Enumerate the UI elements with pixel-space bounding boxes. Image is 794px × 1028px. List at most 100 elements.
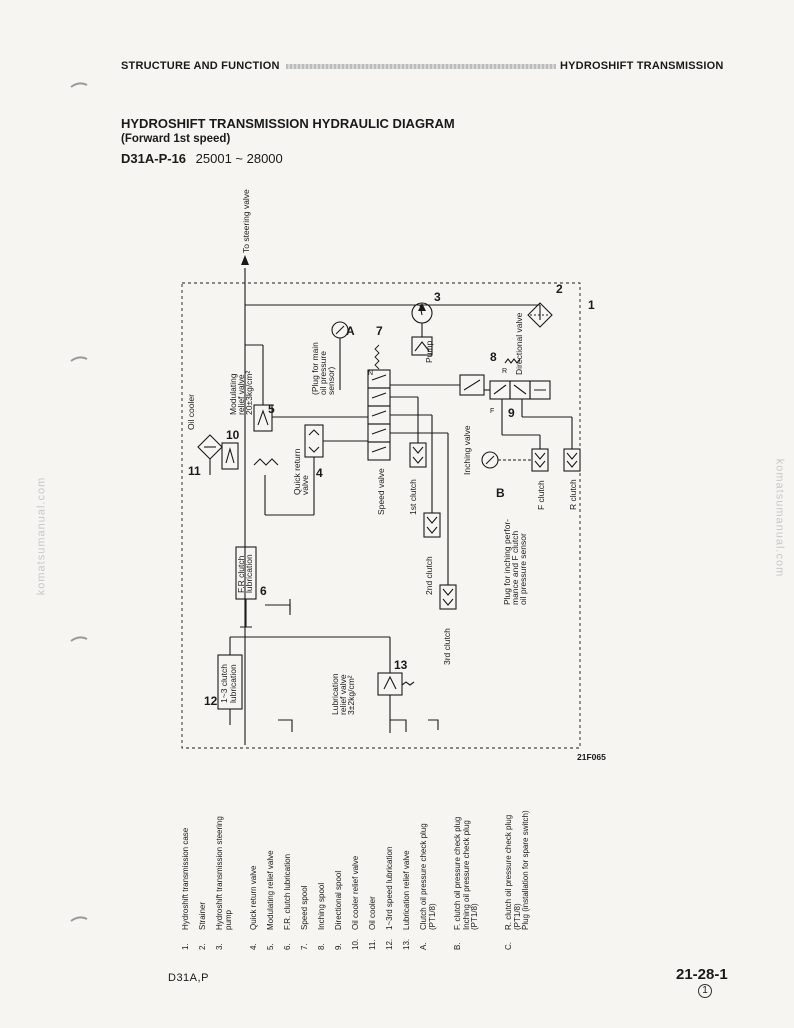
label-plug-inching-3: oil pressure sensor [518, 533, 528, 605]
legend-number: 13. [402, 938, 411, 950]
label-inching-valve: Inching valve [462, 425, 472, 475]
header-left: STRUCTURE AND FUNCTION [121, 60, 280, 72]
legend-text: A.Clutch oil pressure check plug(PT1/8) [419, 780, 437, 950]
legend-item: 7.Speed spool [300, 780, 315, 950]
legend-item: 5. Modulating relief valve [266, 780, 281, 950]
legend-line: R. clutch oil pressure check plug [504, 814, 513, 930]
legend-item: 11.Oil cooler [368, 780, 383, 950]
label-directional-valve: Directional valve [514, 312, 524, 375]
punch-mark [70, 916, 88, 922]
legend-item: 4. Quick return valve [249, 780, 264, 950]
figure-code: 21F065 [577, 752, 606, 762]
legend-line: Quick return valve [249, 865, 258, 930]
legend-line: (PT1/8) [427, 903, 437, 930]
legend-number: 5. [266, 943, 275, 950]
legend-text: 12.1~3rd speed lubrication [385, 780, 400, 950]
legend-text: 11.Oil cooler [368, 780, 383, 950]
hydraulic-diagram: To steering valve Oil cooler Modulating … [181, 189, 595, 749]
label-port-r: R [502, 368, 507, 375]
model-code: D31A-P-16 [121, 151, 187, 166]
legend-number: A. [419, 942, 428, 950]
strainer-symbol [527, 302, 553, 328]
label-plug-inching-1: Plug for inching perfor- [502, 519, 512, 605]
legend-item: 9.Directional spool [334, 780, 349, 950]
legend-line: Oil cooler relief valve [351, 855, 360, 930]
page-number: 21-28-1 [676, 966, 728, 983]
legend-item: 13.Lubrication relief valve [402, 780, 417, 950]
label-lub13-1: 1~3 clutch [219, 664, 229, 703]
clutch-r [563, 448, 581, 472]
label-lub-relief-3: 3±2kg/cm² [346, 675, 356, 715]
oil-cooler-relief-valve [221, 442, 239, 470]
inching-valve-symbol [459, 374, 485, 396]
callout-3: 3 [434, 290, 441, 304]
label-modulating-3: 20±3kg/cm² [244, 370, 254, 415]
label-port-n: N [368, 370, 373, 377]
label-lub13-2: lubrication [228, 664, 238, 703]
callout-b: B [496, 486, 505, 500]
legend-number: 10. [351, 938, 360, 950]
header-rule [286, 64, 556, 69]
label-modulating-1: Modulating [228, 373, 238, 415]
label-lub-relief-1: Lubrication [330, 673, 340, 715]
legend-item: 1.Hydroshift transmission case [181, 780, 196, 950]
legend-text: 2.Strainer [198, 780, 213, 950]
model-line: D31A-P-16 25001 ~ 28000 [121, 151, 283, 166]
label-plug-main-1: (Plug for main [310, 342, 320, 395]
header-right: HYDROSHIFT TRANSMISSION [560, 60, 724, 72]
legend-text: 8.Inching spool [317, 780, 332, 950]
label-3rd-clutch: 3rd clutch [442, 628, 452, 665]
legend-line: pump [223, 909, 233, 930]
label-plug-main-2: oil pressure [318, 351, 328, 395]
legend-line: Modulating relief valve [266, 850, 275, 930]
clutch-f [531, 448, 549, 472]
label-to-steering: To steering valve [241, 189, 251, 253]
label-r-clutch: R clutch [568, 479, 578, 510]
oil-cooler-symbol [197, 434, 223, 460]
label-fr-lub-2: lubrication [244, 554, 254, 593]
callout-5: 5 [268, 402, 275, 416]
legend-text: 4. Quick return valve [249, 780, 264, 950]
page-title: HYDROSHIFT TRANSMISSION HYDRAULIC DIAGRA… [121, 116, 455, 131]
legend-text: 10. Oil cooler relief valve [351, 780, 366, 950]
punch-mark [70, 82, 88, 88]
label-2nd-clutch: 2nd clutch [424, 556, 434, 595]
legend-line: (PT1/8) [470, 903, 479, 930]
page-subtitle: (Forward 1st speed) [121, 133, 231, 145]
callout-1: 1 [588, 298, 595, 312]
legend-number: 1. [181, 943, 190, 950]
label-pump: Pump [424, 341, 434, 363]
legend-number: 6. [283, 943, 292, 950]
legend-number: B. [453, 942, 462, 950]
label-lub-relief-2: relief valve [338, 674, 348, 715]
legend-line: Directional spool [334, 870, 343, 930]
transmission-case-outline [181, 282, 581, 749]
legend-item: A.Clutch oil pressure check plug(PT1/8) [419, 780, 437, 950]
legend-number: 3. [215, 943, 224, 950]
legend-text: 1.Hydroshift transmission case [181, 780, 196, 950]
pump-motor [411, 336, 433, 356]
callout-7: 7 [376, 324, 383, 338]
legend-text: 5. Modulating relief valve [266, 780, 281, 950]
legend-number: 8. [317, 943, 326, 950]
legend-item: 6. F.R. clutch lubrication [283, 780, 298, 950]
legend-item: 2.Strainer [198, 780, 213, 950]
punch-mark [70, 636, 88, 642]
callout-10: 10 [226, 428, 240, 442]
punch-mark [70, 356, 88, 362]
label-modulating-2: relief valve [236, 374, 246, 415]
label-plug-main-3: sensor) [326, 366, 336, 395]
legend-line: Hydroshift transmission steering [215, 816, 224, 930]
legend-item: 12.1~3rd speed lubrication [385, 780, 400, 950]
label-plug-inching-2: mance and F clutch [510, 531, 520, 605]
legend-number: 4. [249, 943, 258, 950]
legend-item: 8.Inching spool [317, 780, 332, 950]
legend-text: 9.Directional spool [334, 780, 349, 950]
steering-arrow [241, 255, 249, 265]
legend-line: F.R. clutch lubrication [283, 853, 292, 930]
legend-line: F. clutch oil pressure check plug [453, 816, 462, 930]
